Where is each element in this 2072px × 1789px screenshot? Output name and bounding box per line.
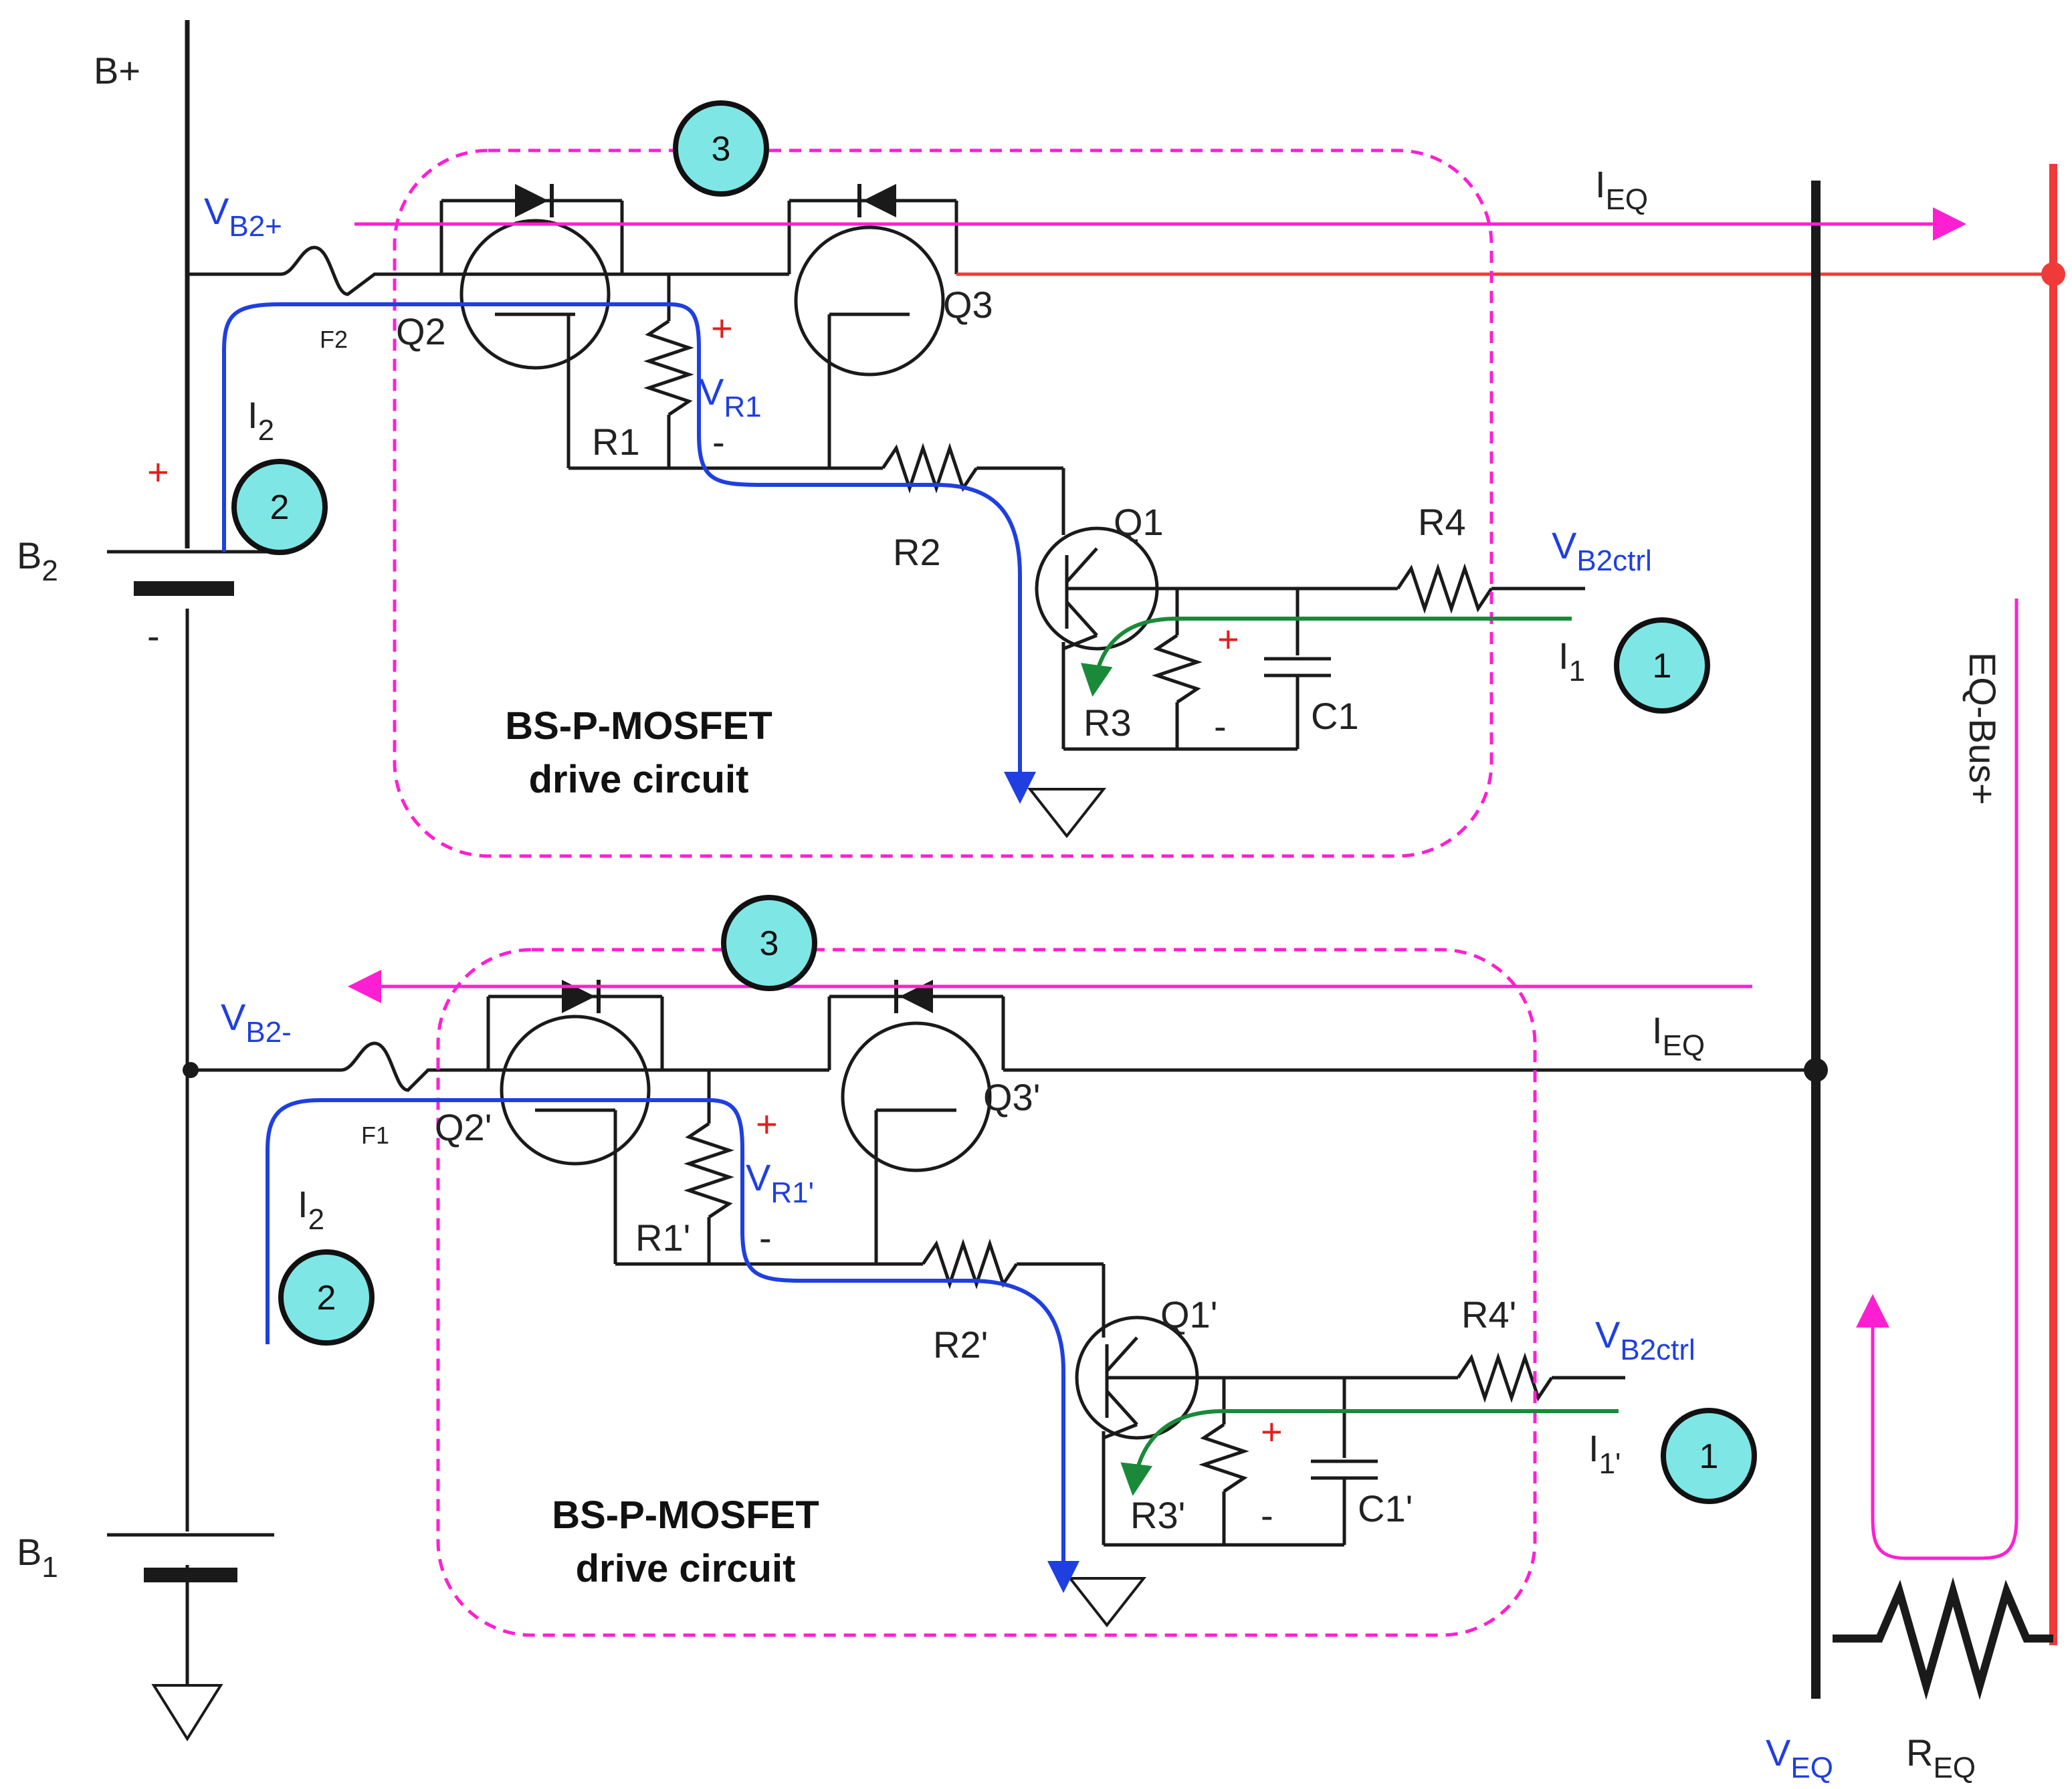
svg-text:+: +	[1261, 1410, 1283, 1453]
svg-text:+: +	[756, 1103, 778, 1145]
b1-label: B1	[17, 1531, 58, 1584]
svg-text:C1: C1	[1311, 695, 1359, 737]
svg-text:2: 2	[270, 488, 290, 527]
svg-text:1: 1	[1653, 647, 1672, 686]
text-labels: B+ B2 B1 + - VB2+ VB2- F2 F1 Q2 Q3 Q2' Q…	[17, 49, 2004, 1784]
top-circuit-title-1: BS-P-MOSFET	[505, 704, 772, 748]
svg-text:+: +	[1217, 618, 1239, 660]
svg-text:-: -	[759, 1217, 772, 1259]
badge-2-top: 2	[231, 459, 328, 555]
i2b-label: I2	[298, 1183, 324, 1236]
svg-text:R4': R4'	[1461, 1293, 1516, 1336]
eq-bus-label: EQ-Bus+	[1962, 652, 2004, 805]
badges: 3 2 1 3 2 1	[231, 100, 1757, 1504]
svg-text:1: 1	[1699, 1437, 1719, 1476]
svg-text:R1: R1	[592, 421, 640, 463]
svg-text:Q1: Q1	[1114, 501, 1164, 543]
svg-text:Q2: Q2	[396, 310, 446, 352]
bottom-circuit-title-1: BS-P-MOSFET	[552, 1493, 819, 1537]
drive-circuit-boxes	[393, 148, 1537, 1637]
vctrlb-label: VB2ctrl	[1595, 1313, 1695, 1366]
svg-text:R2: R2	[893, 531, 941, 573]
bottom-circuit-title-2: drive circuit	[576, 1547, 796, 1590]
vr1b-label: VR1'	[746, 1156, 814, 1209]
i2-paths	[222, 302, 1079, 1593]
svg-text:R1': R1'	[635, 1217, 690, 1259]
svg-text:Q3': Q3'	[983, 1076, 1040, 1118]
top-body-diodes	[515, 184, 896, 217]
svg-text:C1': C1'	[1358, 1487, 1413, 1530]
i2-label: I2	[247, 394, 274, 447]
top-drive-circuit	[439, 199, 2053, 839]
svg-text:F2: F2	[320, 326, 348, 353]
badge-3-top: 3	[673, 100, 769, 197]
vctrl-label: VB2ctrl	[1552, 524, 1652, 577]
bplus-label: B+	[94, 49, 140, 92]
svg-text:-: -	[712, 421, 725, 463]
i1-paths	[1080, 617, 1619, 1496]
svg-text:R3': R3'	[1130, 1494, 1185, 1536]
vr1-label: VR1	[699, 371, 762, 423]
badge-2-bottom: 2	[278, 1249, 375, 1346]
top-circuit-title-2: drive circuit	[529, 758, 749, 801]
svg-text:Q3: Q3	[943, 284, 993, 326]
ieq-arrows	[348, 207, 2018, 1560]
svg-text:-: -	[1261, 1494, 1273, 1536]
svg-text:3: 3	[712, 130, 731, 169]
svg-text:-: -	[147, 615, 160, 657]
vb2m-label: VB2-	[221, 996, 292, 1049]
svg-text:-: -	[1214, 705, 1227, 747]
badge-3-bottom: 3	[721, 895, 817, 991]
bottom-drive-circuit	[486, 994, 1812, 1628]
ieq-bottom-label: IEQ	[1652, 1009, 1705, 1062]
i1-label: I1	[1558, 635, 1585, 688]
svg-text:Q2': Q2'	[435, 1106, 492, 1148]
svg-text:Q1': Q1'	[1160, 1293, 1217, 1336]
svg-text:+: +	[711, 307, 733, 349]
i1b-label: I1'	[1588, 1427, 1621, 1480]
badge-1-bottom: 1	[1661, 1408, 1757, 1504]
svg-text:3: 3	[760, 924, 779, 963]
svg-text:2: 2	[317, 1279, 336, 1318]
badge-1-top: 1	[1614, 617, 1710, 714]
battery-rail	[107, 20, 508, 1742]
eq-bus	[1804, 164, 2065, 1700]
veq-label: VEQ	[1766, 1731, 1833, 1784]
svg-text:R3: R3	[1083, 702, 1132, 744]
svg-text:R4: R4	[1418, 501, 1466, 543]
svg-text:R2': R2'	[933, 1324, 988, 1366]
svg-text:F1: F1	[361, 1122, 389, 1149]
vb2p-label: VB2+	[204, 190, 282, 243]
ieq-top-label: IEQ	[1595, 163, 1648, 216]
req-label: REQ	[1906, 1731, 1976, 1784]
b2-label: B2	[17, 534, 58, 587]
svg-text:+: +	[147, 451, 169, 493]
